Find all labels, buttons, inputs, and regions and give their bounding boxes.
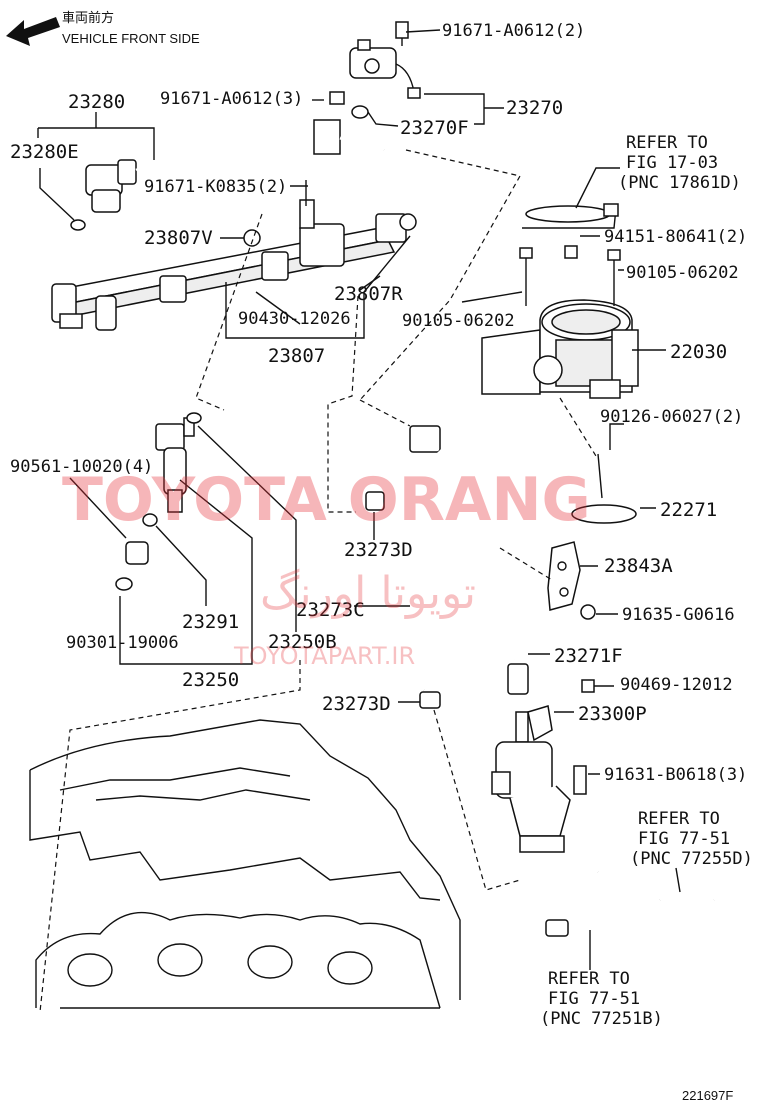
- label-22271: 22271: [660, 499, 717, 521]
- svg-text:REFER TO: REFER TO: [548, 969, 630, 989]
- vsv-valve-23270: [349, 21, 421, 99]
- svg-text:FIG 77-51: FIG 77-51: [638, 829, 730, 849]
- clip-90469: [581, 679, 595, 693]
- label-91635-g0616: 91635-G0616: [622, 605, 735, 625]
- svg-text:REFER TO: REFER TO: [638, 809, 720, 829]
- label-23273d-b: 23273D: [322, 693, 391, 715]
- label-23250b: 23250B: [268, 631, 337, 653]
- bolt-91635: [580, 604, 596, 620]
- direction-jp: 車両前方: [62, 10, 114, 25]
- gasket-22271: [571, 504, 637, 524]
- watermark-main: TOYOTA ORANG: [62, 465, 591, 535]
- refer-fig-77-51-b: REFER TO FIG 77-51 (PNC 77251B): [540, 969, 663, 1029]
- grommet-90561: [125, 541, 149, 565]
- label-23273c: 23273C: [296, 599, 365, 621]
- bracket-23843a: [547, 541, 581, 611]
- label-90561-10020-4: 90561-10020(4): [10, 457, 153, 477]
- label-90105-06202-a: 90105-06202: [626, 263, 739, 283]
- label-90469-12012: 90469-12012: [620, 675, 733, 695]
- pressure-regulator-23280: [85, 91, 385, 213]
- watermark-persian: تویوتا اورنگ: [260, 568, 476, 619]
- label-22030: 22030: [670, 341, 727, 363]
- vsv-valve-23300p: [491, 705, 571, 853]
- svg-text:(PNC 17861D): (PNC 17861D): [618, 173, 741, 193]
- label-91671-a0612-3: 91671-A0612(3): [160, 89, 303, 109]
- o-ring-23250b: [186, 412, 202, 424]
- watermark-site: TOYOTAPART.IR: [233, 642, 415, 670]
- clip-23273d-b: [419, 691, 441, 709]
- figure-code: 221697F: [682, 1088, 733, 1103]
- label-23271f: 23271F: [554, 645, 623, 667]
- stud-90126: [597, 453, 603, 499]
- throttle-body-22030: [481, 203, 639, 399]
- label-23250: 23250: [182, 669, 239, 691]
- refer-fig-17-03: REFER TO FIG 17-03 (PNC 17861D): [575, 133, 741, 209]
- refer-fig-77-51-a: REFER TO FIG 77-51 (PNC 77255D): [630, 809, 753, 869]
- label-23807v: 23807V: [144, 227, 213, 249]
- engine-block-outline: [29, 719, 461, 1009]
- fuel-line-bottom: [545, 870, 715, 937]
- svg-text:(PNC 77251B): (PNC 77251B): [540, 1009, 663, 1029]
- direction-en: VEHICLE FRONT SIDE: [62, 31, 200, 46]
- label-23807r: 23807R: [334, 283, 403, 305]
- fuel-injector-23250: [155, 417, 195, 513]
- label-23280e: 23280E: [10, 141, 79, 163]
- label-23273d-a: 23273D: [344, 539, 413, 561]
- label-94151-80641-2: 94151-80641(2): [604, 227, 747, 247]
- svg-text:FIG 77-51: FIG 77-51: [548, 989, 640, 1009]
- label-23300p: 23300P: [578, 703, 647, 725]
- label-90301-19006: 90301-19006: [66, 633, 179, 653]
- label-23270f: 23270F: [400, 117, 469, 139]
- o-ring-23280e: [70, 219, 86, 231]
- svg-text:FIG 17-03: FIG 17-03: [626, 153, 718, 173]
- svg-text:(PNC 77255D): (PNC 77255D): [630, 849, 753, 869]
- label-90430-12026: 90430-12026: [238, 309, 351, 329]
- vacuum-hose-23273c: [370, 492, 448, 693]
- svg-text:REFER TO: REFER TO: [626, 133, 708, 153]
- nut-94151: [564, 245, 578, 259]
- label-91631-b0618-3: 91631-B0618(3): [604, 765, 747, 785]
- front-arrow-icon: [6, 17, 60, 46]
- bolt-91631: [573, 765, 587, 795]
- vacuum-hose-23271f: [409, 425, 529, 695]
- o-ring-90301: [115, 577, 133, 591]
- delivery-pipe-23807: [51, 180, 417, 331]
- label-90126-06027-2: 90126-06027(2): [600, 407, 743, 427]
- label-90105-06202-b: 90105-06202: [402, 311, 515, 331]
- clip-23273d-a: [365, 491, 385, 511]
- label-23291: 23291: [182, 611, 239, 633]
- label-23843a: 23843A: [604, 555, 673, 577]
- insulator-23291: [142, 513, 158, 527]
- label-23807: 23807: [268, 345, 325, 367]
- label-91671-a0612-2: 91671-A0612(2): [442, 21, 585, 41]
- label-23280: 23280: [68, 91, 125, 113]
- label-91671-k0835-2: 91671-K0835(2): [144, 177, 287, 197]
- label-23270: 23270: [506, 97, 563, 119]
- o-ring-23270f: [351, 105, 369, 119]
